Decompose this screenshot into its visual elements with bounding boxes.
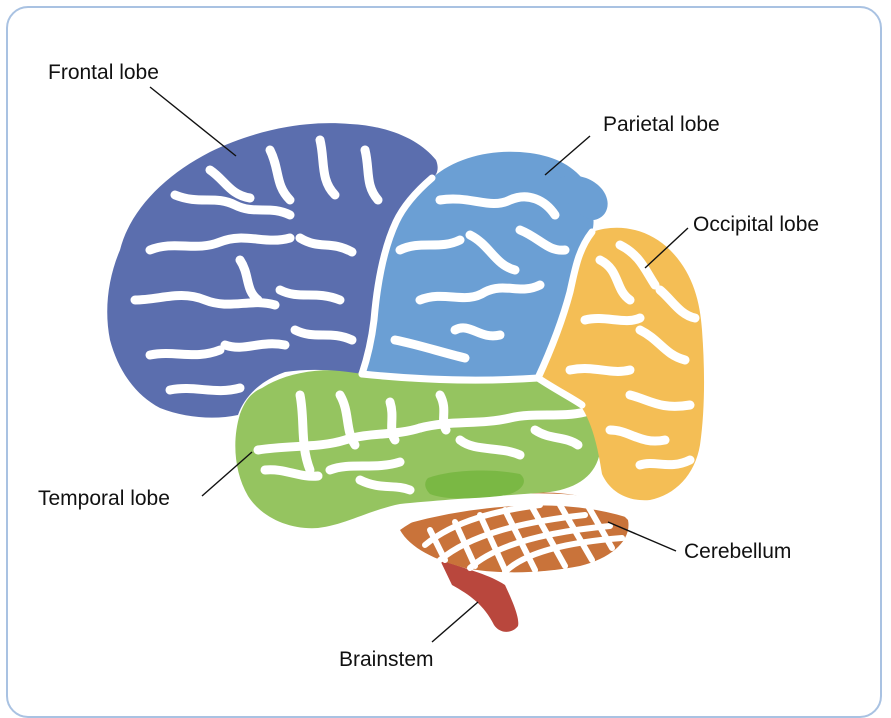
cerebellum-label: Cerebellum: [684, 540, 791, 563]
cerebellum-region: [400, 492, 630, 572]
brainstem-leader: [432, 602, 478, 642]
frontal-lobe-label: Frontal lobe: [48, 61, 159, 84]
temporal-lobe-label: Temporal lobe: [38, 487, 170, 510]
brainstem-label: Brainstem: [339, 648, 434, 671]
occipital-lobe-label: Occipital lobe: [693, 213, 819, 236]
parietal-lobe-label: Parietal lobe: [603, 113, 720, 136]
frontal-lobe-leader: [150, 87, 236, 156]
temporal-lobe-accent: [425, 471, 524, 499]
